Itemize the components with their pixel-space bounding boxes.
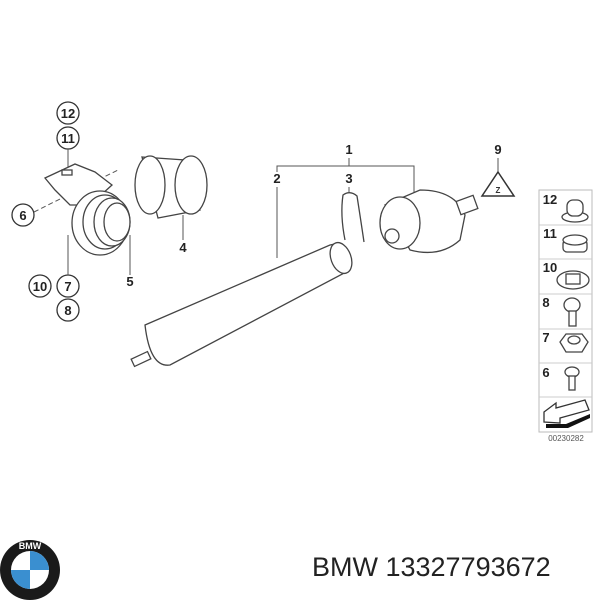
callout-12: 12	[56, 101, 80, 125]
svg-text:8: 8	[542, 295, 549, 310]
svg-text:12: 12	[61, 106, 75, 121]
callout-8: 8	[56, 298, 80, 322]
callout-2: 2	[273, 171, 280, 186]
svg-text:7: 7	[542, 330, 549, 345]
warning-triangle-icon: Z	[480, 170, 516, 197]
svg-text:6: 6	[19, 208, 26, 223]
svg-text:7: 7	[64, 279, 71, 294]
svg-text:11: 11	[543, 226, 557, 241]
callout-1: 1	[345, 142, 352, 157]
fuel-filter	[130, 241, 353, 368]
callout-7: 7	[56, 274, 80, 298]
callout-11: 11	[56, 126, 80, 150]
callout-10: 10	[28, 274, 52, 298]
svg-text:11: 11	[61, 131, 75, 146]
svg-text:8: 8	[64, 303, 71, 318]
svg-text:BMW: BMW	[19, 541, 42, 551]
svg-text:10: 10	[33, 279, 47, 294]
rubber-sleeve	[134, 155, 208, 219]
callout-4: 4	[179, 240, 187, 255]
bmw-logo: BMW	[0, 540, 60, 600]
svg-text:Z: Z	[496, 186, 501, 195]
callout-5: 5	[126, 274, 133, 289]
svg-text:12: 12	[543, 192, 557, 207]
pressure-regulator	[379, 189, 479, 254]
part-number-caption: BMW 13327793672	[312, 552, 551, 582]
hardware-legend: 12 11 10 8 7 6	[538, 189, 593, 433]
callout-6: 6	[11, 203, 35, 227]
clamp-bracket	[43, 163, 131, 256]
svg-text:10: 10	[543, 260, 557, 275]
drawing-number: 00230282	[548, 434, 584, 443]
svg-text:6: 6	[542, 365, 549, 380]
callout-3: 3	[345, 171, 352, 186]
callout-9: 9	[494, 142, 501, 157]
spring-clip	[341, 192, 365, 243]
